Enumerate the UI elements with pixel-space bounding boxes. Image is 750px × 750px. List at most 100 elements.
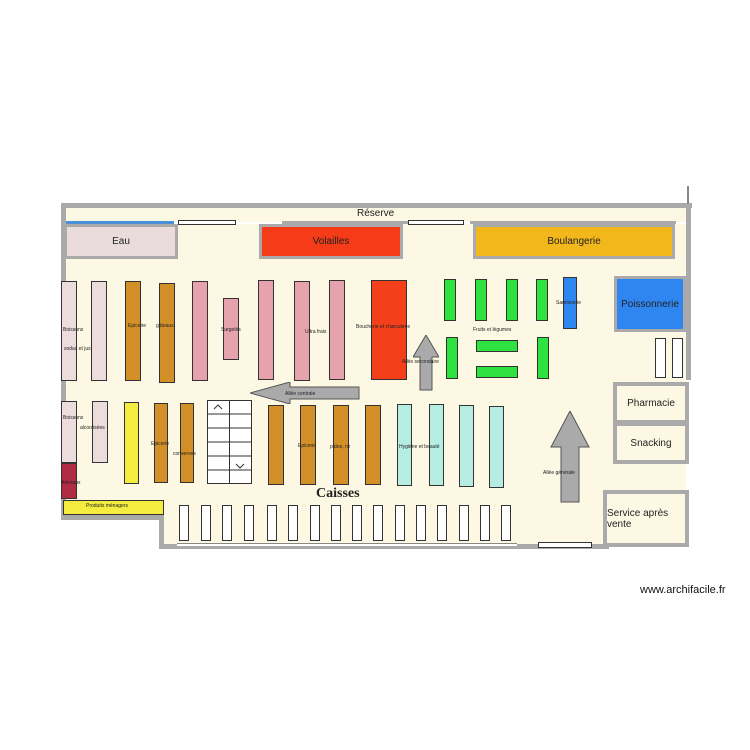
shelf-conserves[interactable] [180,403,194,483]
arrow-up-large-icon [550,411,590,503]
door-reserve-2[interactable] [408,220,464,225]
shelf-epicerie-1[interactable] [125,281,141,381]
checkout[interactable] [501,505,511,541]
shelf-fruits-8[interactable] [537,337,549,379]
wall-bottom-left [61,515,164,520]
shelf-hygiene-4[interactable] [489,406,504,488]
checkout[interactable] [416,505,426,541]
shelf-frozen-1[interactable] [192,281,208,381]
zone-poissonnerie-label: Poissonnerie [621,298,679,310]
shelf-ultra-frais-1[interactable] [294,281,310,381]
label-pates: pâtes, riz [330,444,351,450]
zone-volailles[interactable]: Volailles [259,224,403,259]
zone-eau-label: Eau [112,236,130,247]
label-alcoolisees: alcoolisées [80,425,105,431]
shelf-fruits-4[interactable] [536,279,548,321]
room-service[interactable]: Service après vente [603,490,689,547]
label-fruits: Fruits et légumes [473,327,512,333]
zone-poissonnerie[interactable]: Poissonnerie [614,276,686,332]
shelf-fruits-7[interactable] [476,366,518,378]
display-case-2 [672,338,683,378]
checkout[interactable] [459,505,469,541]
room-snacking[interactable]: Snacking [613,422,689,464]
zone-volailles-label: Volailles [312,236,350,247]
shelf-ultra-frais-2[interactable] [329,280,345,380]
checkout[interactable] [244,505,254,541]
shelf-fruits-6[interactable] [476,340,518,352]
checkout[interactable] [201,505,211,541]
shelf-produits-menagers[interactable] [63,500,164,515]
shelf-boissons-1[interactable] [61,281,77,381]
shelf-boissons-4[interactable] [92,401,108,463]
label-surgeles: Surgelés [221,327,241,333]
shelf-surgeles[interactable] [223,298,239,360]
label-saurisserie: Saurisserie [556,300,582,306]
reserve-floor [66,208,686,222]
reserve-label: Réserve [357,208,395,219]
shelf-gateaux[interactable] [159,283,175,383]
door-reserve-1[interactable] [178,220,236,225]
checkout[interactable] [395,505,405,541]
shelf-frozen-2[interactable] [258,280,274,380]
label-ultra-frais: Ultra frais [305,329,327,335]
shelf-hygiene-1[interactable] [397,404,412,486]
wall-top [61,203,692,208]
shelf-boissons-2[interactable] [91,281,107,381]
caisses-label: Caisses [316,486,360,501]
shelf-epicerie-3b[interactable] [300,405,316,485]
room-snacking-label: Snacking [630,437,672,449]
zone-boulangerie-label: Boulangerie [547,236,601,247]
wall-right-post [687,186,689,204]
checkout[interactable] [267,505,277,541]
label-boissons-1: Boissons [63,327,84,333]
label-allee-generale: Allée générale [543,470,575,476]
room-pharmacie[interactable]: Pharmacie [613,382,689,424]
wall-reserve-divider-right [470,221,676,224]
door-entrance[interactable] [538,542,592,548]
shelf-animaux[interactable] [61,463,77,499]
label-gateaux: gâteaux [156,323,174,329]
shelf-fruits-2[interactable] [475,279,487,321]
checkout[interactable] [437,505,447,541]
checkout[interactable] [222,505,232,541]
label-animaux: Animaux [61,480,81,486]
checkout[interactable] [310,505,320,541]
checkout[interactable] [331,505,341,541]
label-sodas: sodas et jus [64,346,91,352]
shelf-pates-2[interactable] [365,405,381,485]
shelf-boissons-3[interactable] [61,401,77,463]
room-pharmacie-label: Pharmacie [627,397,675,409]
label-boissons-2: Boissons [63,415,84,421]
shelf-pates[interactable] [333,405,349,485]
watermark: www.archifacile.fr [640,584,726,596]
checkout[interactable] [179,505,189,541]
checkout-line [177,543,517,546]
arrow-left-icon [250,382,360,404]
label-epicerie-1: Epicerie [128,323,147,329]
shelf-fruits-1[interactable] [444,279,456,321]
wall-bottom [159,544,609,549]
shelf-hygiene-3[interactable] [459,405,474,487]
shelf-saurisserie[interactable] [563,277,577,329]
wall-reserve-divider-left [66,221,174,224]
wall-reserve-divider-mid [282,221,408,224]
shelf-hygiene-2[interactable] [429,404,444,486]
checkout-floor [164,495,604,545]
label-produits-menagers: Produits ménagers [86,503,128,509]
shelf-fruits-3[interactable] [506,279,518,321]
checkout[interactable] [352,505,362,541]
shelf-fruits-5[interactable] [446,337,458,379]
shelf-epicerie-2[interactable] [154,403,168,483]
zone-boulangerie[interactable]: Boulangerie [473,224,675,259]
room-service-label: Service après vente [607,507,669,530]
checkout[interactable] [480,505,490,541]
label-boucherie: Boucherie et charcuterie [356,324,411,330]
shelf-epicerie-3a[interactable] [268,405,284,485]
checkout[interactable] [373,505,383,541]
label-allee-centrale: Allée centrale [285,391,316,397]
shelf-boucherie[interactable] [371,280,407,380]
stairs-icon [207,400,252,484]
shelf-yellow[interactable] [124,402,139,484]
zone-eau[interactable]: Eau [64,224,178,259]
checkout[interactable] [288,505,298,541]
